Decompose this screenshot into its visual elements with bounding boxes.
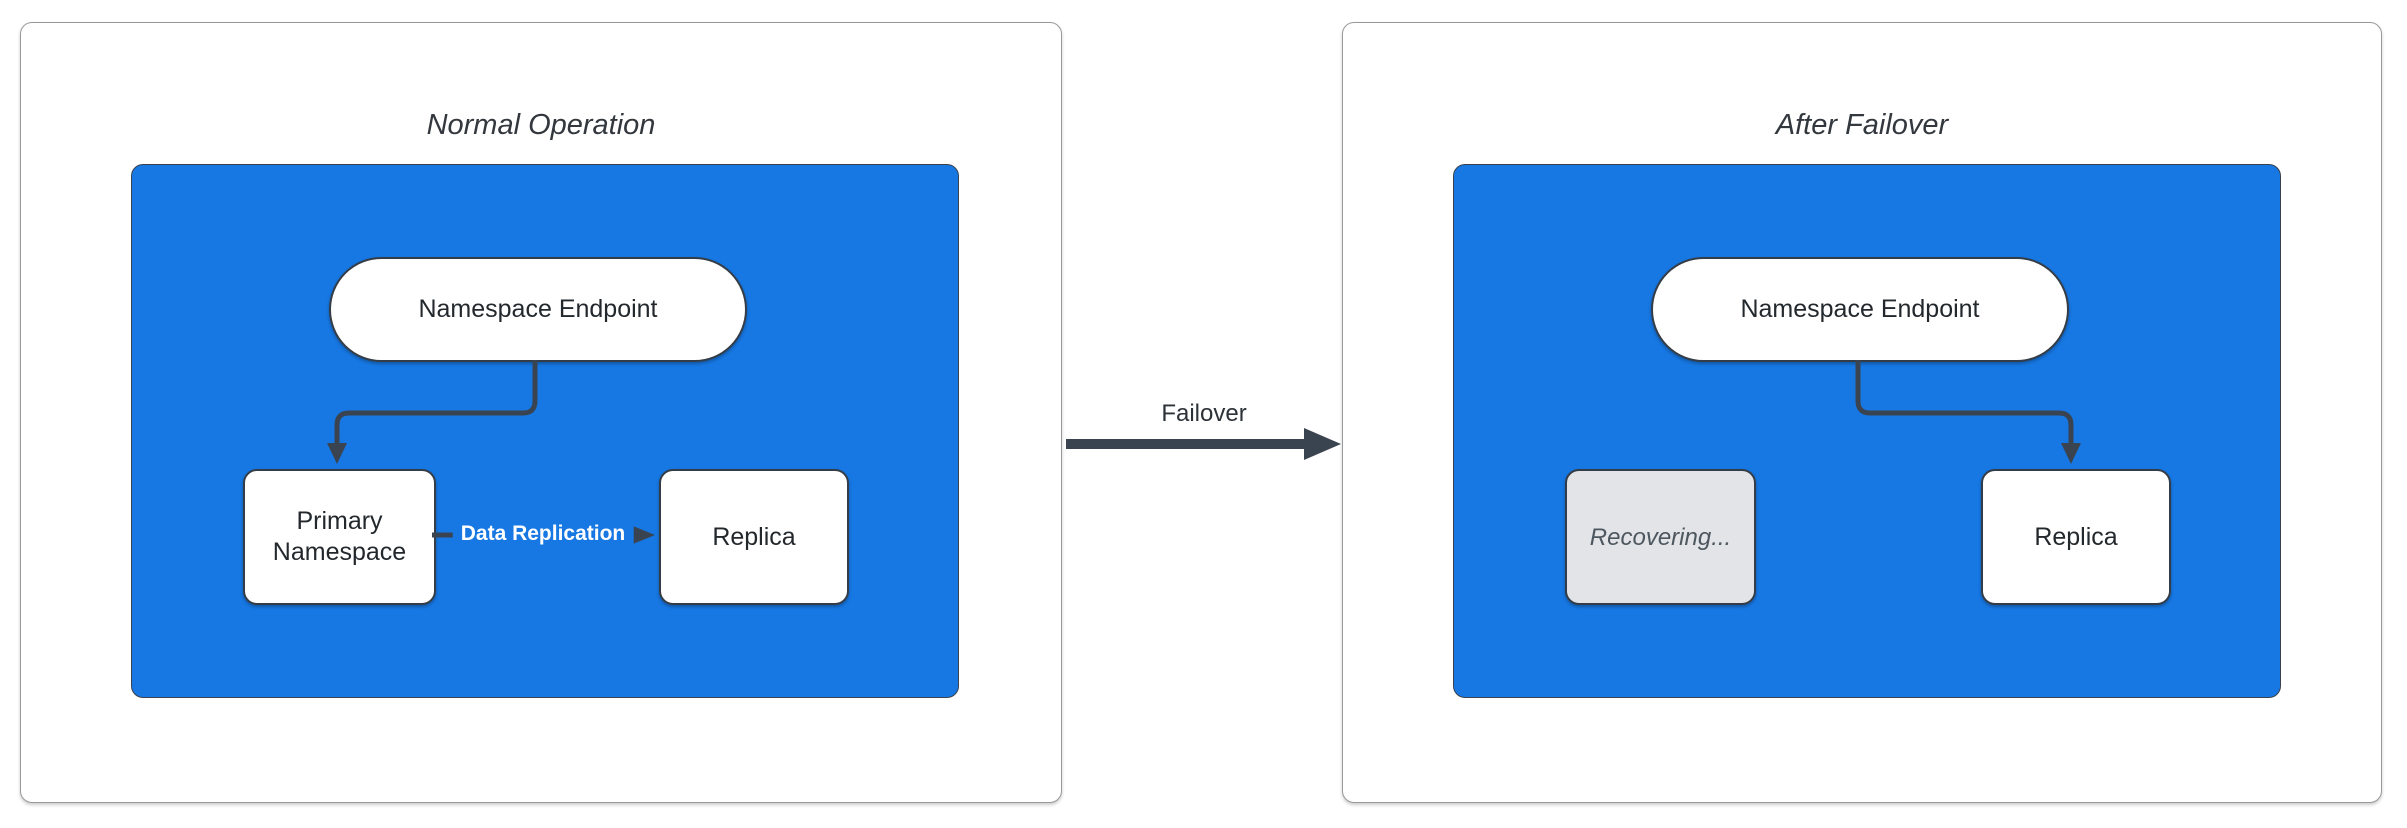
node-label: Namespace Endpoint (1740, 295, 1980, 323)
replica-node-failover: Replica (1981, 469, 2171, 605)
node-label: Namespace Endpoint (418, 295, 658, 323)
node-label: Primary Namespace (272, 507, 407, 566)
panel-normal-operation: Normal Operation Namespace Endpoint Prim… (20, 22, 1062, 803)
cluster-container-normal: Namespace Endpoint Primary Namespace Rep… (131, 164, 959, 698)
node-label: Replica (2034, 522, 2118, 551)
node-label: Recovering... (1589, 523, 1732, 551)
replica-node-normal: Replica (659, 469, 849, 605)
arrowhead-failover (1304, 428, 1341, 460)
recovering-node: Recovering... (1565, 469, 1756, 605)
namespace-endpoint-node-failover: Namespace Endpoint (1651, 257, 2069, 362)
node-label: Replica (712, 522, 796, 551)
panel-after-failover: After Failover Namespace Endpoint Recove… (1342, 22, 2382, 803)
namespace-endpoint-node-normal: Namespace Endpoint (329, 257, 747, 362)
cluster-container-failover: Namespace Endpoint Recovering... Replica (1453, 164, 2281, 698)
data-replication-label: Data Replication (452, 519, 634, 549)
failover-arrow-label: Failover (1155, 400, 1253, 428)
panel-title-after-failover: After Failover (1775, 109, 1949, 141)
panel-title-normal-operation: Normal Operation (426, 109, 656, 141)
primary-namespace-node: Primary Namespace (243, 469, 436, 605)
